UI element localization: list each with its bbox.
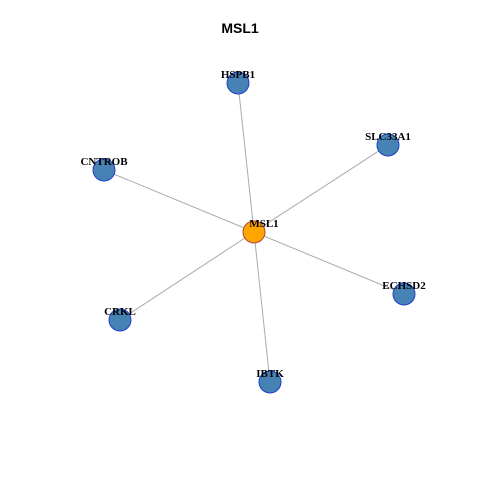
node-label: HSPB1 xyxy=(221,69,255,81)
edges-layer xyxy=(103,82,405,383)
edge-msl1-echsd2 xyxy=(253,231,405,295)
node-circle xyxy=(392,282,416,306)
node-label: CNTROB xyxy=(80,156,128,168)
node-hspb1[interactable]: HSPB1 xyxy=(221,69,255,95)
edge-msl1-ibtk xyxy=(253,231,271,383)
edge-msl1-hspb1 xyxy=(237,82,255,233)
edge-msl1-cntrob xyxy=(103,169,255,233)
node-circle xyxy=(226,71,250,95)
node-slc33a1[interactable]: SLC33A1 xyxy=(365,131,411,157)
node-circle xyxy=(376,133,400,157)
node-circle xyxy=(92,158,116,182)
node-echsd2[interactable]: ECHSD2 xyxy=(382,280,426,306)
node-circle xyxy=(242,220,266,244)
diagram-title: MSL1 xyxy=(221,20,259,36)
node-label: ECHSD2 xyxy=(382,280,426,292)
node-ibtk[interactable]: IBTK xyxy=(256,368,284,394)
node-label: IBTK xyxy=(256,368,284,380)
node-circle xyxy=(258,370,282,394)
node-msl1[interactable]: MSL1 xyxy=(242,218,279,244)
node-label: SLC33A1 xyxy=(365,131,411,143)
node-label: CRKL xyxy=(104,306,136,318)
edge-msl1-slc33a1 xyxy=(253,144,389,233)
node-crkl[interactable]: CRKL xyxy=(104,306,136,332)
node-cntrob[interactable]: CNTROB xyxy=(80,156,128,182)
edge-msl1-crkl xyxy=(119,231,255,321)
node-circle xyxy=(108,308,132,332)
node-label: MSL1 xyxy=(249,218,278,230)
